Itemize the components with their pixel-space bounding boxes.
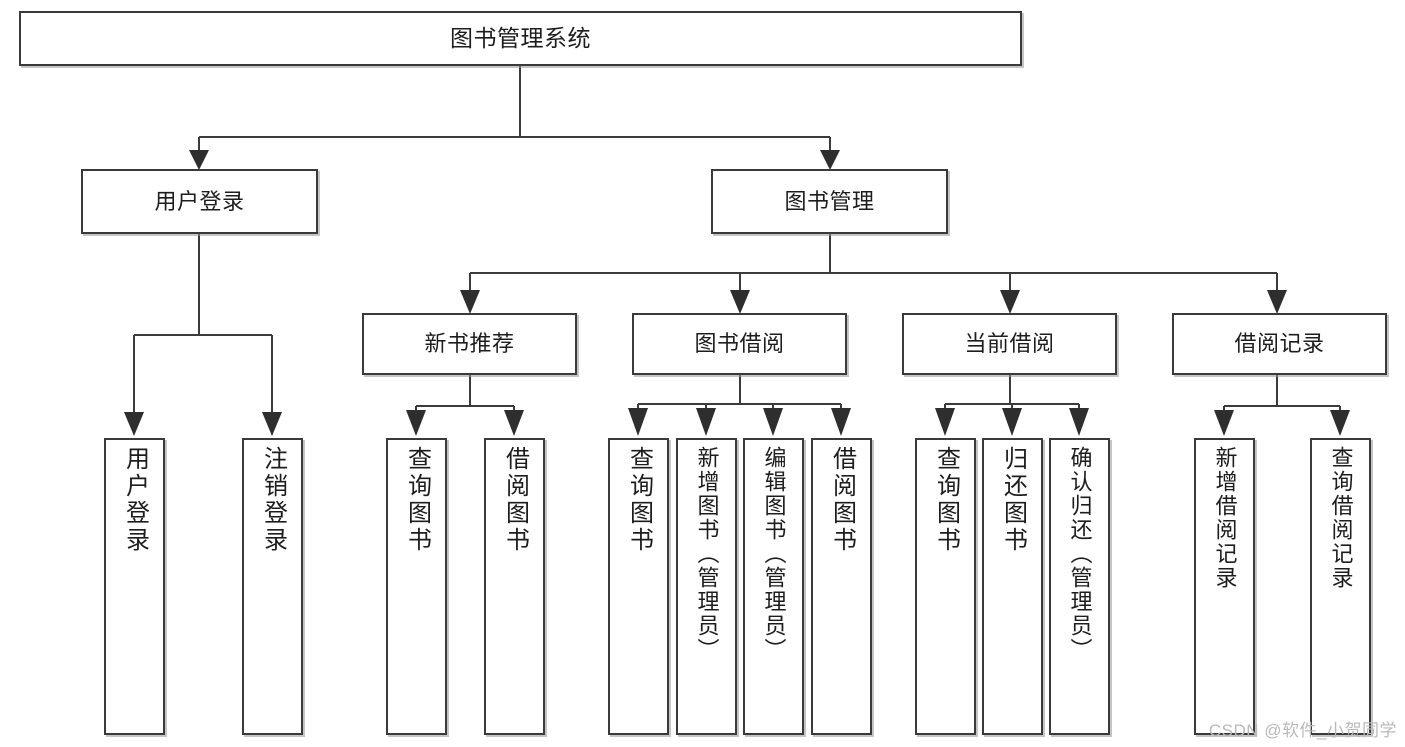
node-user-login-label: 用户登录 bbox=[154, 188, 245, 214]
node-book-borrow-label: 图书借阅 bbox=[694, 331, 785, 357]
edge-bookborrow-to-leaves bbox=[628, 375, 851, 436]
leaf-edit-book[interactable]: 编辑图书（管理员） bbox=[743, 438, 804, 735]
leaf-query-record[interactable]: 查询借阅记录 bbox=[1310, 438, 1371, 735]
edge-currentborrow-to-leaves bbox=[935, 375, 1089, 436]
edge-newbook-to-leaves bbox=[406, 375, 524, 436]
leaf-borrow-book-2-label: 借阅图书 bbox=[828, 446, 856, 554]
leaf-add-record-label: 新增借阅记录 bbox=[1212, 446, 1238, 590]
leaf-edit-book-label: 编辑图书（管理员） bbox=[761, 446, 787, 662]
leaf-query-record-label: 查询借阅记录 bbox=[1328, 446, 1354, 590]
leaf-user-login[interactable]: 用户登录 bbox=[104, 438, 165, 735]
leaf-return-book[interactable]: 归还图书 bbox=[982, 438, 1043, 735]
node-book-borrow[interactable]: 图书借阅 bbox=[632, 313, 847, 375]
leaf-query-book-2[interactable]: 查询图书 bbox=[608, 438, 669, 735]
leaf-query-book-1-label: 查询图书 bbox=[403, 446, 431, 554]
leaf-borrow-book-1-label: 借阅图书 bbox=[501, 446, 529, 554]
node-borrow-record[interactable]: 借阅记录 bbox=[1172, 313, 1387, 375]
node-borrow-record-label: 借阅记录 bbox=[1234, 331, 1325, 357]
leaf-user-logout-label: 注销登录 bbox=[259, 446, 287, 554]
leaf-user-logout[interactable]: 注销登录 bbox=[242, 438, 303, 735]
leaf-return-book-label: 归还图书 bbox=[999, 446, 1027, 554]
leaf-borrow-book-1[interactable]: 借阅图书 bbox=[484, 438, 545, 735]
leaf-query-book-1[interactable]: 查询图书 bbox=[386, 438, 447, 735]
node-root-label: 图书管理系统 bbox=[450, 24, 591, 51]
node-book-manage-label: 图书管理 bbox=[784, 188, 875, 214]
node-new-book-recommend-label: 新书推荐 bbox=[424, 331, 515, 357]
edge-root-to-level2 bbox=[189, 66, 840, 170]
leaf-query-book-3-label: 查询图书 bbox=[932, 446, 960, 554]
watermark: CSDN @软件_小贺同学 bbox=[1208, 721, 1397, 740]
node-book-manage[interactable]: 图书管理 bbox=[711, 169, 948, 234]
leaf-borrow-book-2[interactable]: 借阅图书 bbox=[811, 438, 872, 735]
leaf-query-book-2-label: 查询图书 bbox=[625, 446, 653, 554]
leaf-add-book[interactable]: 新增图书（管理员） bbox=[676, 438, 737, 735]
leaf-add-book-label: 新增图书（管理员） bbox=[694, 446, 720, 662]
edge-userlogin-to-leaves bbox=[124, 234, 282, 436]
leaf-query-book-3[interactable]: 查询图书 bbox=[915, 438, 976, 735]
edge-bookmanage-to-level3 bbox=[460, 234, 1287, 314]
leaf-confirm-return-label: 确认归还（管理员） bbox=[1067, 446, 1093, 662]
leaf-add-record[interactable]: 新增借阅记录 bbox=[1194, 438, 1255, 735]
leaf-user-login-label: 用户登录 bbox=[121, 446, 149, 554]
node-user-login[interactable]: 用户登录 bbox=[81, 169, 318, 234]
node-current-borrow[interactable]: 当前借阅 bbox=[902, 313, 1117, 375]
node-new-book-recommend[interactable]: 新书推荐 bbox=[362, 313, 577, 375]
node-root[interactable]: 图书管理系统 bbox=[19, 11, 1022, 66]
leaf-confirm-return[interactable]: 确认归还（管理员） bbox=[1049, 438, 1110, 735]
edge-borrowrecord-to-leaves bbox=[1214, 375, 1350, 436]
node-current-borrow-label: 当前借阅 bbox=[964, 331, 1055, 357]
